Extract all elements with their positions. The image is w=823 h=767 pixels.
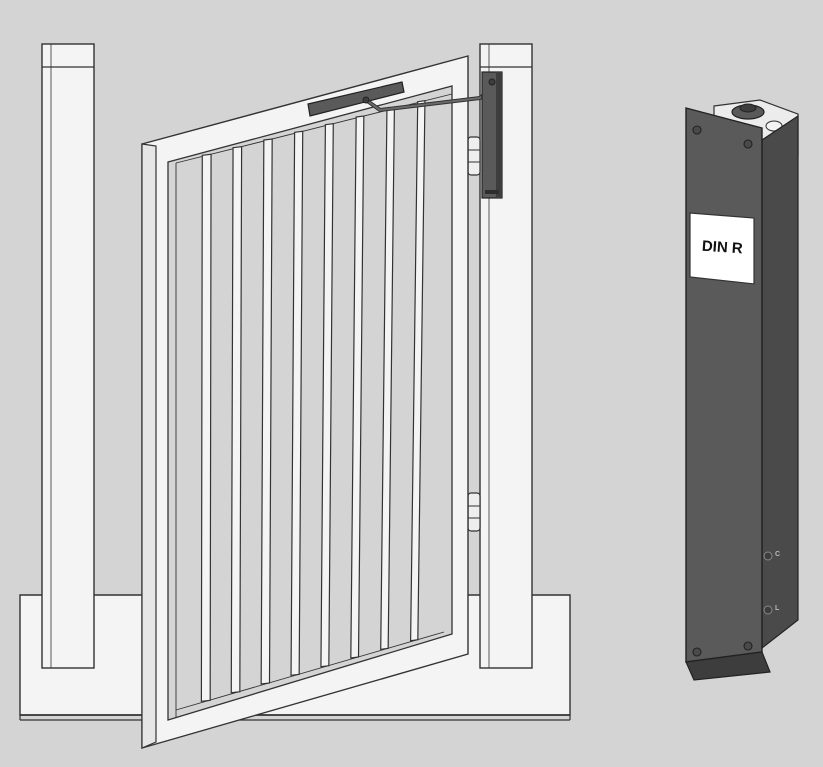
closer-detail: C L DIN R [685, 99, 799, 681]
gate-bar [320, 122, 334, 668]
adjust-valve-l: L [763, 605, 780, 615]
upper-hinge [467, 136, 481, 176]
left-post [41, 43, 95, 669]
gate-leaf [141, 55, 469, 749]
din-label-text: DIN R [701, 238, 743, 258]
gate-bar [230, 145, 243, 694]
gate-bar [350, 115, 365, 659]
din-label-plate: DIN R [689, 212, 755, 285]
door-closer-assembly [307, 71, 503, 199]
gate-bar [290, 130, 304, 677]
mounted-closer-body [481, 71, 503, 199]
mounting-holes [692, 125, 753, 657]
gate-bar [410, 99, 426, 642]
gate-bar [200, 153, 212, 703]
adjust-mark-l: L [775, 605, 780, 612]
gate-bar [260, 138, 273, 685]
adjust-valve-c: C [763, 551, 780, 561]
lower-hinge [467, 492, 481, 532]
gate-bars [200, 99, 426, 703]
adjust-mark-c: C [775, 551, 780, 558]
